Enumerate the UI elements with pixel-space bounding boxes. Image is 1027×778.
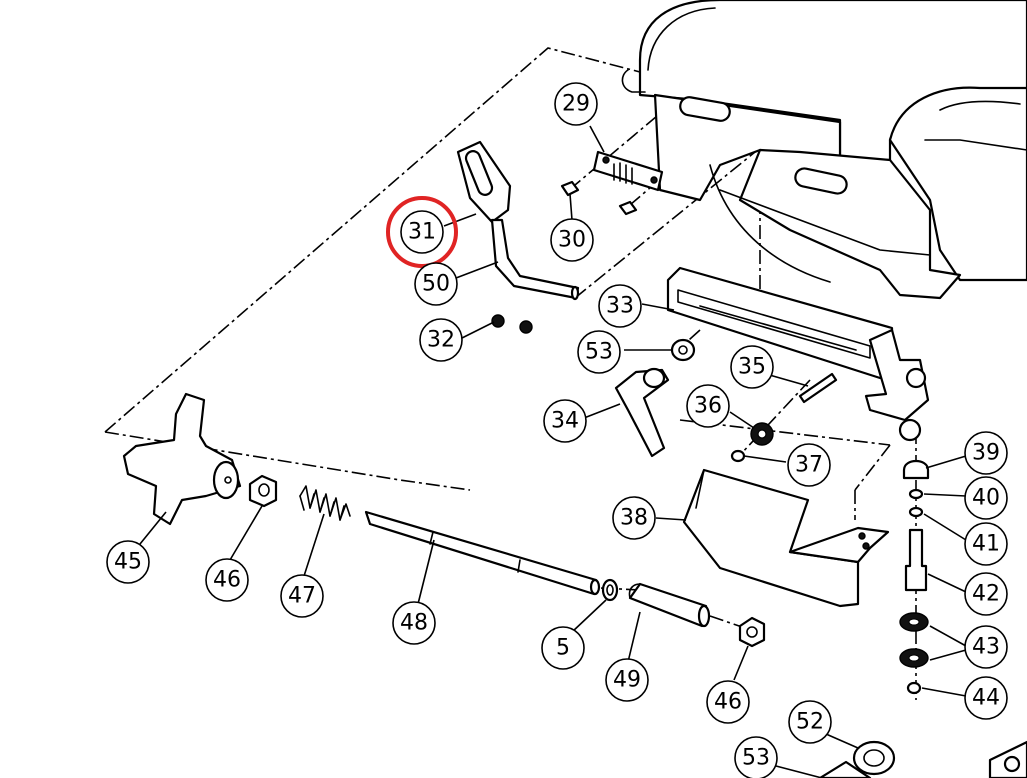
callout-53-lower-label: 53 [742,746,770,771]
part-46-nut-right [738,616,766,648]
callout-50: 50 [414,262,458,306]
part-35-pin [798,372,838,404]
part-52-bottom [818,740,1027,778]
callout-49: 49 [605,658,649,702]
callout-46-right-label: 46 [714,690,742,715]
callout-37: 37 [787,443,831,487]
part-30-screws [560,180,638,216]
callout-29: 29 [554,82,598,126]
part-49-sleeve [628,582,711,628]
callout-44: 44 [964,676,1008,720]
callout-31-label: 31 [408,220,436,245]
callout-30: 30 [550,218,594,262]
callout-37-label: 37 [795,453,823,478]
callout-39-label: 39 [972,441,1000,466]
callout-53-lower: 53 [734,736,778,778]
callout-33-label: 33 [606,294,634,319]
callout-44-label: 44 [972,686,1000,711]
callout-31: 31 [386,196,458,268]
part-32-nuts [491,314,533,334]
callout-42-label: 42 [972,582,1000,607]
motor-housing [621,0,1027,300]
part-38-guard [682,468,890,608]
callout-46-right: 46 [706,680,750,724]
callout-29-label: 29 [562,92,590,117]
callout-5: 5 [541,626,585,670]
callout-53-upper: 53 [577,330,621,374]
callout-42: 42 [964,572,1008,616]
part-5-ring [601,578,619,602]
callout-35: 35 [730,345,774,389]
callout-52-label: 52 [796,710,824,735]
part-47-spring [299,485,351,521]
callout-30-label: 30 [558,228,586,253]
callout-5-label: 5 [556,636,570,661]
callout-38: 38 [612,496,656,540]
callout-52: 52 [788,700,832,744]
part-34-lever [614,367,670,458]
callout-35-label: 35 [738,355,766,380]
part-46-nut-left [248,474,278,508]
callout-43-label: 43 [972,635,1000,660]
callout-47: 47 [280,574,324,618]
part-48-shaft [364,510,601,596]
part-33-slotted-arm [666,266,930,442]
callout-46-left-label: 46 [213,568,241,593]
callout-38-label: 38 [620,506,648,531]
callout-31-red-highlight-ring [386,196,458,268]
callout-39: 39 [964,431,1008,475]
callout-34: 34 [543,399,587,443]
callout-48-label: 48 [400,611,428,636]
part-29-plate [592,150,664,192]
part-31-handle [456,140,580,301]
callout-43: 43 [964,625,1008,669]
callout-32-label: 32 [427,328,455,353]
part-45-knob [122,392,242,526]
callout-33: 33 [598,284,642,328]
callout-45-label: 45 [114,550,142,575]
callout-32: 32 [419,318,463,362]
callout-40-label: 40 [972,486,1000,511]
parts-39-44-stack [899,459,930,695]
callout-34-label: 34 [551,409,579,434]
part-36-bearing [750,422,774,446]
callout-40: 40 [964,476,1008,520]
part-53-washer [670,338,696,362]
callout-41: 41 [964,522,1008,566]
callout-49-label: 49 [613,668,641,693]
callout-47-label: 47 [288,584,316,609]
callout-48: 48 [392,601,436,645]
callout-53-upper-label: 53 [585,340,613,365]
callout-45: 45 [106,540,150,584]
leader-lines [139,125,967,778]
callout-50-label: 50 [422,272,450,297]
callout-36: 36 [686,384,730,428]
callout-36-label: 36 [694,394,722,419]
callout-41-label: 41 [972,532,1000,557]
callout-46-left: 46 [205,558,249,602]
part-37-washer [730,449,746,463]
